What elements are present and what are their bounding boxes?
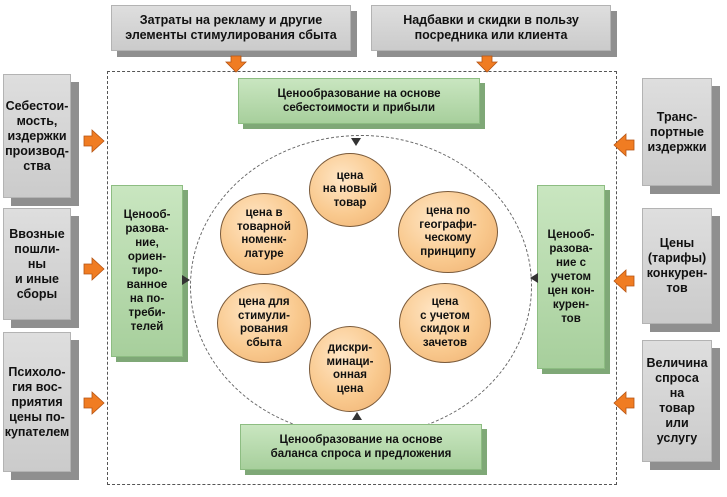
- arrow-right-icon: [83, 391, 105, 415]
- price-new-product: цена на новый товар: [309, 153, 391, 227]
- factor-cost: Себестои- мость, издержки производ- ства: [3, 74, 71, 198]
- factor-duties: Ввозные пошли- ны и иные сборы: [3, 208, 71, 320]
- price-discriminatory: дискри- минаци- онная цена: [309, 326, 391, 412]
- price-assortment: цена в товарной номенк- латуре: [220, 193, 308, 275]
- arrow-right-icon: [83, 129, 105, 153]
- arrow-right-icon: [83, 257, 105, 281]
- factor-advertising: Затраты на рекламу и другие элементы сти…: [111, 5, 351, 51]
- price-discounts: цена с учетом скидок и зачетов: [399, 283, 491, 363]
- arrow-left-icon: [613, 391, 635, 415]
- factor-transport: Транс- портные издержки: [642, 78, 712, 186]
- factor-competitor-prices: Цены (тарифы) конкурен- тов: [642, 208, 712, 324]
- factor-demand: Величина спроса на товар или услугу: [642, 340, 712, 462]
- price-promotion: цена для стимули- рования сбыта: [217, 283, 311, 363]
- factor-psychology: Психоло- гия вос- приятия цены по- купат…: [3, 332, 71, 472]
- method-supply-demand: Ценообразование на основе баланса спроса…: [240, 424, 482, 470]
- price-geographic: цена по географи- ческому принципу: [398, 191, 498, 273]
- arrow-left-icon: [613, 269, 635, 293]
- arrowhead-icon: [351, 138, 361, 146]
- arrow-left-icon: [613, 133, 635, 157]
- arrow-down-icon: [225, 55, 247, 73]
- arrowhead-icon: [352, 412, 362, 420]
- arrowhead-icon: [530, 273, 538, 283]
- arrow-down-icon: [476, 55, 498, 73]
- arrowhead-icon: [182, 275, 190, 285]
- methods-frame: [107, 71, 617, 485]
- factor-markups: Надбавки и скидки в пользу посредника ил…: [371, 5, 611, 51]
- method-consumer-oriented: Ценооб- разова- ние, ориен- тиро- ванное…: [111, 185, 183, 357]
- method-cost-based: Ценообразование на основе себестоимости …: [238, 78, 480, 124]
